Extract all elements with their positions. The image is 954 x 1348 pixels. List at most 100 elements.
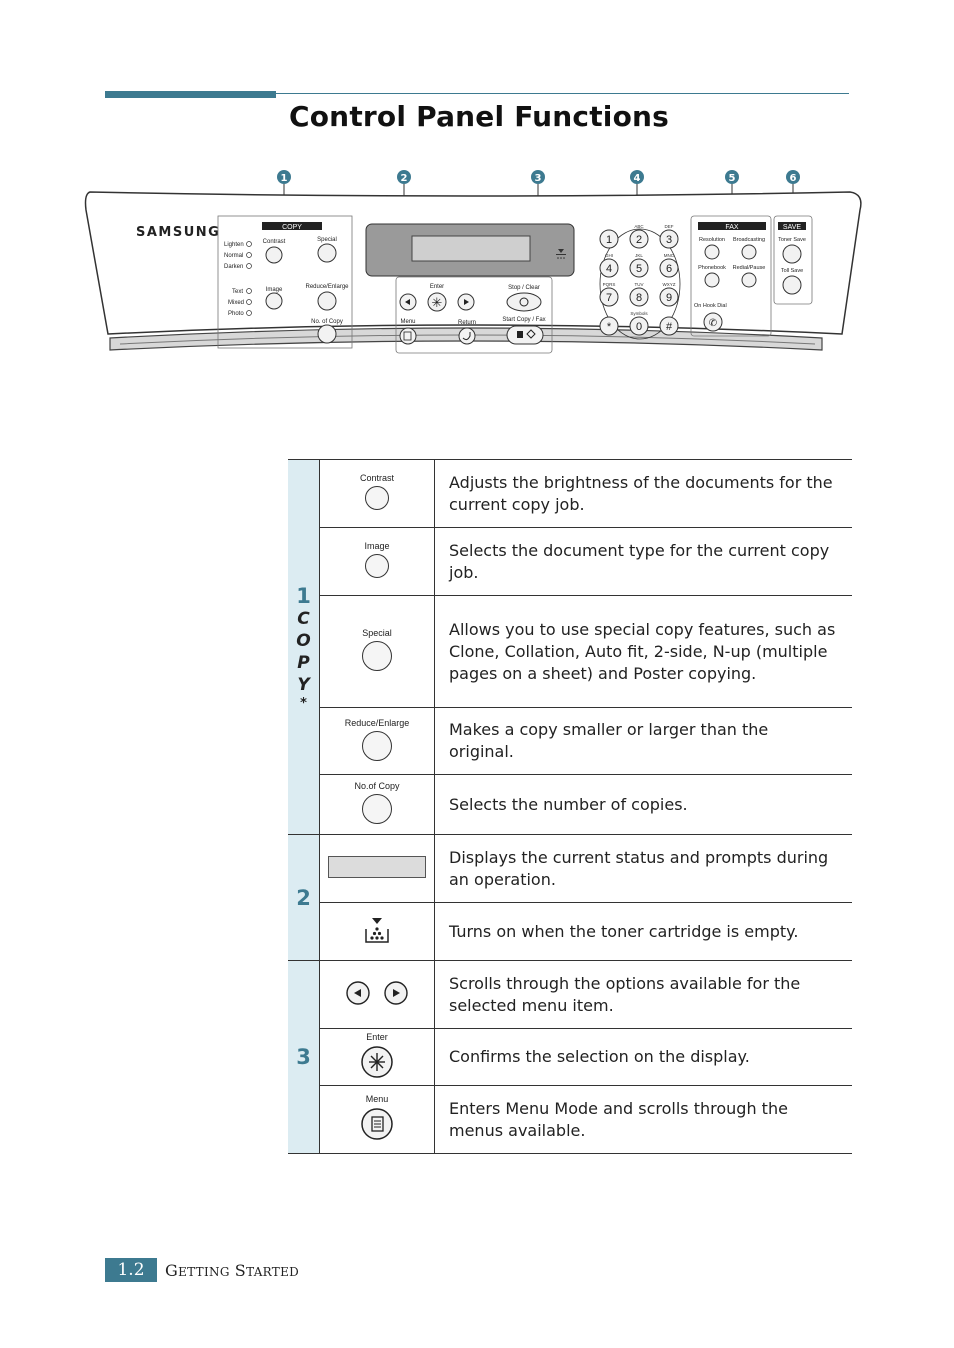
keypad-key-9[interactable] xyxy=(599,316,619,336)
display-description: Displays the current status and prompts … xyxy=(434,834,852,903)
keypad-key-letters: ABC xyxy=(634,224,644,229)
keypad-key-letters: WXYZ xyxy=(663,282,676,287)
contrast-button-label: Contrast xyxy=(359,473,394,483)
table-row: 2 Displays the current status and prompt… xyxy=(288,834,852,961)
enter-description: Confirms the selection on the display. xyxy=(434,1028,852,1086)
keypad-key-label: 9 xyxy=(666,292,672,304)
section-name-initial: S xyxy=(234,1261,247,1280)
return-button[interactable] xyxy=(458,327,476,345)
keypad-key-letters: Symbols xyxy=(630,311,648,316)
reduce-enlarge-label: Reduce/Enlarge xyxy=(305,284,349,290)
stop-clear-button[interactable] xyxy=(506,292,542,312)
scroll-arrows-description: Scrolls through the options available fo… xyxy=(434,960,852,1029)
enter-asterisk-icon: ✳ xyxy=(432,296,443,311)
contrast-level-0: Lighten xyxy=(224,242,244,248)
keypad-key-5[interactable] xyxy=(659,258,679,278)
keypad-key-label: 5 xyxy=(636,263,642,275)
reduce-enlarge-cell: Reduce/Enlarge xyxy=(319,707,435,775)
keypad-key-label: 0 xyxy=(636,321,642,333)
enter-label: Enter xyxy=(430,284,444,290)
image-type-0: Text xyxy=(232,289,243,295)
group-1-letter-o: O xyxy=(296,630,311,651)
group-2-cell: 2 xyxy=(288,834,320,961)
contrast-level-1: Normal xyxy=(224,253,243,259)
enter-button-label: Enter xyxy=(366,1031,388,1042)
toner-save-button[interactable] xyxy=(782,244,802,264)
redial-pause-label: Redial/Pause xyxy=(733,265,766,271)
start-copy-fax-button[interactable] xyxy=(506,325,544,345)
keypad-key-letters: JKL xyxy=(635,253,643,258)
fax-group xyxy=(690,215,772,337)
group-1-cell: 1 C O P Y * xyxy=(288,459,320,835)
reduce-enlarge-description: Makes a copy smaller or larger than the … xyxy=(434,707,852,775)
group-3-number: 3 xyxy=(296,1045,311,1069)
callout-1: 1 xyxy=(281,173,288,184)
keypad-key-2[interactable] xyxy=(659,229,679,249)
section-name-text: GETTING STARTED xyxy=(165,1261,299,1280)
phonebook-label: Phonebook xyxy=(698,265,726,271)
no-of-copy-description: Selects the number of copies. xyxy=(434,774,852,835)
scroll-arrows-cell xyxy=(319,960,435,1029)
reduce-enlarge-button-icon xyxy=(362,730,392,761)
on-hook-dial-label: On Hook Dial xyxy=(694,303,727,309)
keypad-key-label: 4 xyxy=(606,263,612,275)
no-of-copy-button[interactable] xyxy=(317,324,337,344)
keypad-key-1[interactable] xyxy=(629,229,649,249)
contrast-level-2: Darken xyxy=(224,264,243,270)
group-1-letter-p: P xyxy=(297,652,310,673)
image-button[interactable] xyxy=(265,292,283,310)
reduce-enlarge-button[interactable] xyxy=(317,291,337,311)
keypad-key-0[interactable] xyxy=(599,229,619,249)
keypad-key-4[interactable] xyxy=(629,258,649,278)
special-button[interactable] xyxy=(317,243,337,263)
table-row: Special Allows you to use special copy f… xyxy=(288,595,852,708)
copy-header-bar xyxy=(262,222,322,230)
page-number: 1.2 xyxy=(105,1258,157,1282)
keypad-key-8[interactable] xyxy=(659,287,679,307)
keypad-key-label: * xyxy=(607,321,612,333)
broadcasting-button[interactable] xyxy=(741,244,757,260)
no-of-copy-label: No. of Copy xyxy=(311,319,343,325)
table-row: No.of Copy Selects the number of copies. xyxy=(288,774,852,835)
contrast-button[interactable] xyxy=(265,246,283,264)
keypad-key-10[interactable] xyxy=(629,316,649,336)
toner-led-cell xyxy=(319,902,435,961)
callout-4: 4 xyxy=(634,173,641,184)
redial-pause-button[interactable] xyxy=(741,272,757,288)
display-cell xyxy=(319,834,435,903)
save-header: SAVE xyxy=(783,224,801,231)
on-hook-dial-button[interactable] xyxy=(703,312,723,332)
page-title: Control Panel Functions xyxy=(289,100,670,133)
keypad-key-letters: PQRS xyxy=(603,282,616,287)
header-rule xyxy=(276,93,849,94)
keypad-key-6[interactable] xyxy=(599,287,619,307)
keypad-key-7[interactable] xyxy=(629,287,649,307)
keypad-outline xyxy=(599,228,681,340)
keypad-key-label: 6 xyxy=(666,263,672,275)
section-name-initial: G xyxy=(165,1261,179,1280)
image-type-2: Photo xyxy=(228,311,244,317)
phonebook-button[interactable] xyxy=(704,272,720,288)
keypad-key-11[interactable] xyxy=(659,316,679,336)
keypad-key-label: 8 xyxy=(636,292,642,304)
reduce-enlarge-button-label: Reduce/Enlarge xyxy=(344,717,410,728)
menu-button[interactable] xyxy=(399,327,417,345)
return-label: Return xyxy=(458,320,476,326)
copy-group xyxy=(217,215,353,349)
table-row: Menu Enters Menu Mode and scrolls throug… xyxy=(288,1085,852,1154)
group-3-cell: 3 xyxy=(288,960,320,1154)
special-description: Allows you to use special copy features,… xyxy=(434,595,852,708)
lcd-display xyxy=(411,235,531,262)
phone-icon: ✆ xyxy=(709,318,717,329)
image-button-icon xyxy=(365,554,389,578)
table-row: Enter Confirms the selection on the disp… xyxy=(288,1028,852,1086)
fax-header: FAX xyxy=(725,224,739,231)
toll-save-button[interactable] xyxy=(782,275,802,295)
keypad-key-letters: GHI xyxy=(605,253,613,258)
resolution-button[interactable] xyxy=(704,244,720,260)
contrast-cell: Contrast xyxy=(319,459,435,528)
enter-button[interactable] xyxy=(427,292,447,312)
brand-logo: SAMSUNG xyxy=(136,225,220,240)
keypad-key-3[interactable] xyxy=(599,258,619,278)
